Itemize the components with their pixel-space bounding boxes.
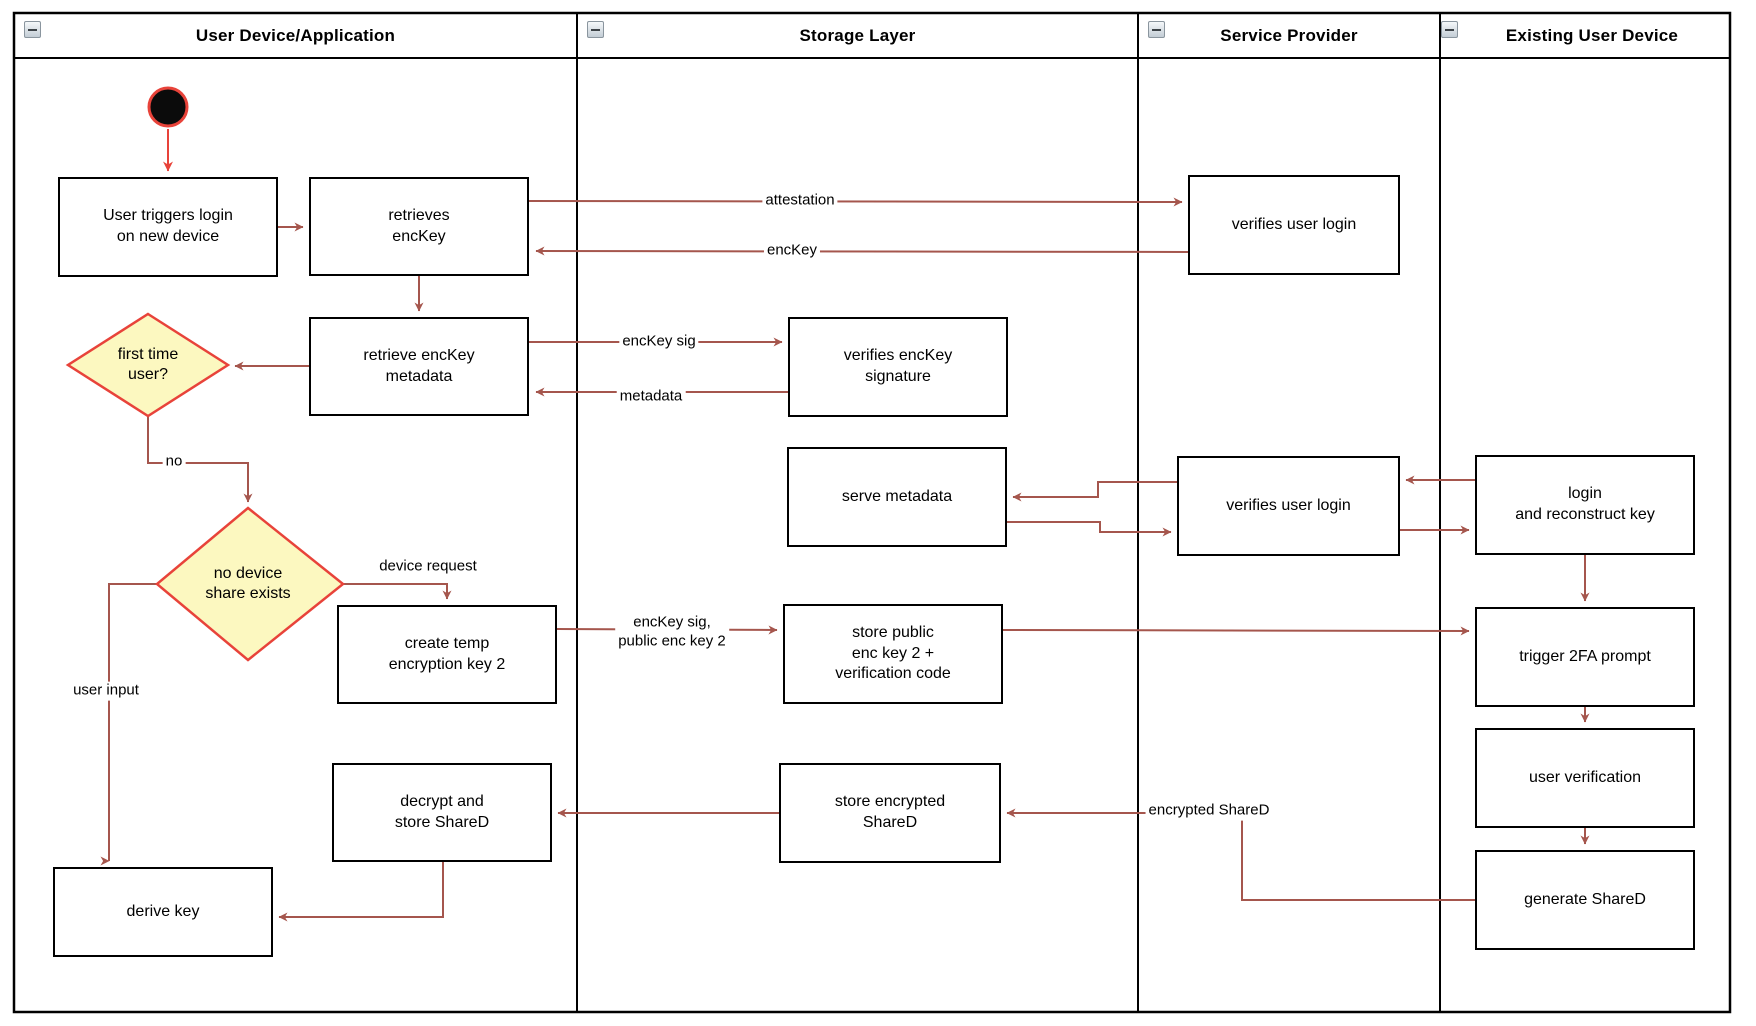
node-user-triggers-login[interactable]: User triggers login on new device: [58, 177, 278, 277]
minus-icon: [1152, 28, 1161, 31]
minus-icon: [591, 28, 600, 31]
decision-first-time-user[interactable]: [65, 312, 231, 418]
edge-serve-metadata-to-verify: [1007, 521, 1172, 537]
edge-label-enckey-sig: encKey sig: [619, 332, 699, 352]
decision-label-no-device-share: no device share exists: [205, 565, 291, 602]
edge-label-enckey-sig-public: encKey sig, public enc key 2: [615, 613, 729, 651]
initial-node[interactable]: [147, 86, 189, 128]
collapse-lane-button[interactable]: [587, 21, 604, 38]
lane-title: Existing User Device: [1505, 25, 1679, 45]
node-serve-metadata[interactable]: serve metadata: [787, 447, 1007, 547]
edge-enckey-return: [535, 246, 1189, 256]
node-user-verification[interactable]: user verification: [1475, 728, 1695, 828]
lane-header-service-provider: Service Provider: [1138, 13, 1440, 58]
node-verifies-user-login-top[interactable]: verifies user login: [1188, 175, 1400, 275]
node-derive-key[interactable]: derive key: [53, 867, 273, 957]
collapse-lane-button[interactable]: [1148, 21, 1165, 38]
lane-header-user-device: User Device/Application: [14, 13, 577, 58]
node-verifies-enckey-signature[interactable]: verifies encKey signature: [788, 317, 1008, 417]
edge-label-enckey: encKey: [763, 241, 821, 261]
edge-no-branch: [147, 416, 253, 503]
node-trigger-2fa[interactable]: trigger 2FA prompt: [1475, 607, 1695, 707]
edge-label-user-input: user input: [70, 681, 142, 701]
edge-user-input: [104, 583, 157, 862]
edge-label-encrypted-shared: encrypted ShareD: [1145, 801, 1273, 821]
node-store-encrypted-shared[interactable]: store encrypted ShareD: [779, 763, 1001, 863]
node-verifies-user-login-mid[interactable]: verifies user login: [1177, 456, 1400, 556]
collapse-lane-button[interactable]: [24, 21, 41, 38]
edge-encrypted-shared: [1006, 808, 1475, 901]
edge-verify-to-serve-metadata: [1012, 481, 1177, 502]
edge-label-metadata: metadata: [616, 387, 686, 407]
edge-label-device-request: device request: [376, 557, 480, 577]
decision-label-first-time-user: first time user?: [117, 346, 179, 383]
minus-icon: [1445, 28, 1454, 31]
node-login-reconstruct-key[interactable]: login and reconstruct key: [1475, 455, 1695, 555]
lane-title: Service Provider: [1220, 25, 1358, 45]
edge-attestation: [528, 197, 1183, 207]
lane-header-storage-layer: Storage Layer: [577, 13, 1138, 58]
minus-icon: [28, 28, 37, 31]
node-generate-shared[interactable]: generate ShareD: [1475, 850, 1695, 950]
edge-decrypt-to-derive: [278, 862, 444, 922]
collapse-lane-button[interactable]: [1441, 21, 1458, 38]
lane-header-existing-device: Existing User Device: [1440, 13, 1730, 58]
edge-label-no: no: [162, 452, 186, 472]
node-decrypt-store-shared[interactable]: decrypt and store ShareD: [332, 763, 552, 862]
lane-title: Storage Layer: [799, 25, 916, 45]
node-retrieves-enckey[interactable]: retrieves encKey: [309, 177, 529, 276]
node-retrieve-enckey-metadata[interactable]: retrieve encKey metadata: [309, 317, 529, 416]
swimlane-frame: [12, 11, 1732, 1014]
node-store-public-enc-key[interactable]: store public enc key 2 + verification co…: [783, 604, 1003, 704]
node-create-temp-key[interactable]: create temp encryption key 2: [337, 605, 557, 704]
edge-label-attestation: attestation: [762, 191, 838, 211]
edge-store-public-to-2fa: [1002, 626, 1470, 636]
edge-device-request: [343, 583, 452, 600]
decision-no-device-share[interactable]: [155, 506, 346, 662]
lane-title: User Device/Application: [195, 25, 396, 45]
